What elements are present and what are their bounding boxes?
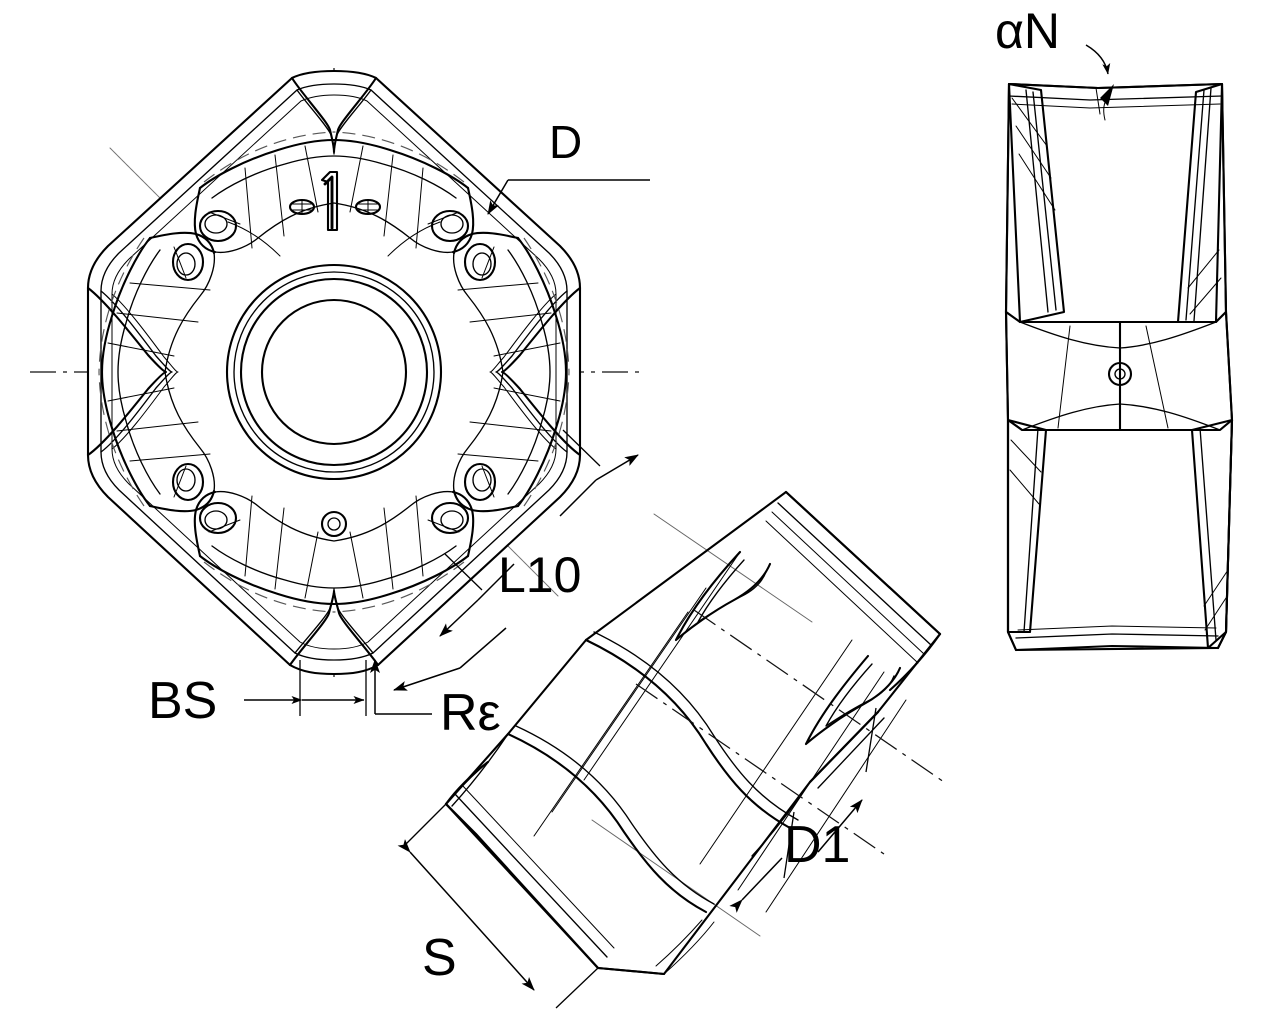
chipbreaker-pocket-left [100,231,216,513]
center-bore [225,263,443,481]
dimension-label-L10: L10 [498,547,581,603]
dimension-label-alphaN: αN [995,3,1060,59]
chipbreaker-pocket-top [193,138,475,257]
dimension-label-D1: D1 [784,816,850,874]
side-view-left-wedge [1007,82,1066,324]
dimension-label-BS: BS [148,672,217,730]
side-view-right-wedge [1176,82,1224,324]
chipbreaker-pocket-right [452,231,568,513]
insert-outer-body [86,69,582,676]
dimension-label-S: S [422,929,457,987]
dimension-alphaN: αN [995,3,1114,121]
top-view-hidden-arcs [98,131,570,613]
dimension-label-D: D [549,116,582,168]
dimension-L10: L10 [439,429,639,637]
dimension-S: S [397,803,599,1009]
side-view-mid-band [1019,320,1221,432]
side-view-left-wedge-lower [1006,418,1048,634]
dimension-label-Re: Rε [440,684,501,742]
chipbreaker-pocket-bottom [193,490,475,606]
index-hole [320,510,348,538]
dimension-D: D [487,116,650,215]
side-view [1004,82,1234,652]
top-view [30,68,642,680]
dimension-D1: D1 [729,707,877,913]
dimension-Re: Rε [370,627,507,742]
insert-index-marking [288,170,382,232]
side-view-right-wedge-lower [1190,418,1234,650]
dimension-BS: BS [148,660,367,730]
